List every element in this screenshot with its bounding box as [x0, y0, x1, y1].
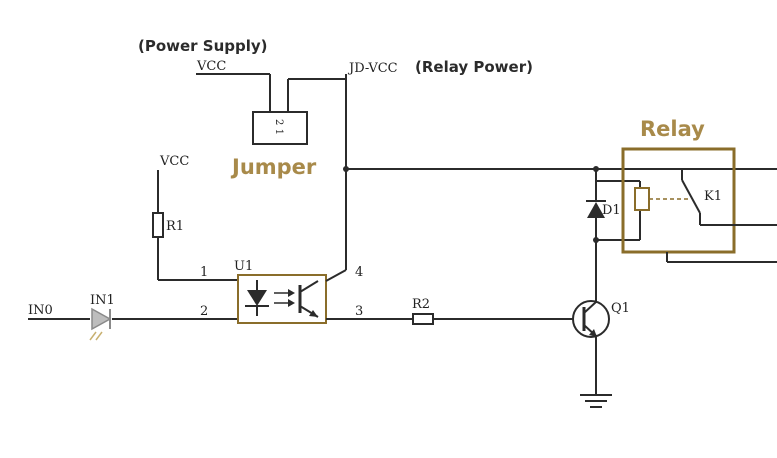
jumper-pin-numbers: 2 1	[273, 119, 284, 135]
jd-vcc-label: JD-VCC	[347, 61, 398, 76]
u1-optocoupler	[237, 274, 327, 324]
u1-pin1-label: 1	[200, 265, 208, 280]
jumper-header: 2 1	[252, 111, 308, 145]
q1-label: Q1	[611, 301, 630, 316]
relay-power-label: (Relay Power)	[415, 58, 533, 76]
r2-label: R2	[412, 297, 430, 312]
r1-branch	[152, 170, 238, 281]
relay-label: Relay	[640, 117, 705, 141]
u1-label: U1	[234, 259, 253, 274]
d1-label: D1	[602, 203, 621, 218]
in1-label: IN1	[90, 293, 115, 308]
k1-label: K1	[704, 189, 722, 204]
relay-coil	[634, 187, 650, 211]
vcc-supply-line	[196, 73, 271, 112]
u1-pin4-label: 4	[355, 265, 363, 280]
u1-output-wires	[325, 269, 576, 325]
junction-dot	[343, 166, 349, 172]
in1-led-indicator	[89, 307, 112, 341]
vcc-left-label: VCC	[159, 154, 189, 169]
d1-flyback-diode	[586, 196, 606, 240]
relay-switch-arm	[681, 179, 701, 214]
ground-connection	[580, 336, 612, 408]
relay-box	[621, 147, 777, 263]
r1-label: R1	[166, 219, 184, 234]
jd-vcc-supply-line	[287, 74, 777, 270]
jumper-label: Jumper	[230, 155, 317, 179]
u1-pin2-label: 2	[200, 304, 208, 319]
junction-dot	[593, 237, 599, 243]
power-supply-label: (Power Supply)	[138, 37, 268, 55]
r1-resistor	[152, 212, 164, 238]
q1-transistor	[572, 300, 610, 338]
u1-pin3-label: 3	[355, 304, 363, 319]
vcc-top-label: VCC	[196, 59, 226, 74]
r2-resistor	[412, 313, 434, 325]
junction-dot	[593, 166, 599, 172]
collector-line	[595, 169, 641, 302]
in0-label: IN0	[28, 303, 53, 318]
